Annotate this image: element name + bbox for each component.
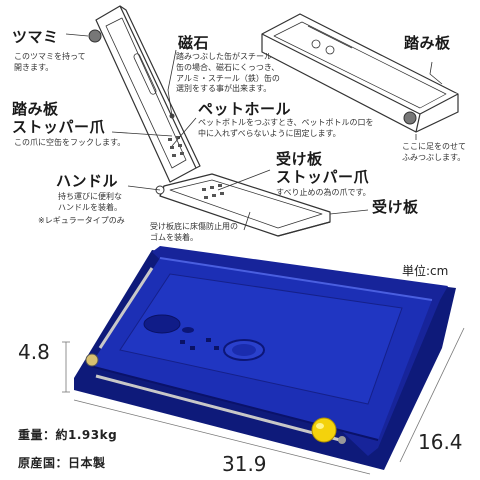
knob-desc: このツマミを持って 開きます。 bbox=[14, 52, 86, 72]
photo-stopper-holes bbox=[180, 338, 219, 350]
closed-knob-icon bbox=[403, 111, 417, 125]
leader-lines bbox=[65, 33, 443, 231]
origin-spec: 原産国：日本製 bbox=[18, 456, 106, 470]
receive-stopper-marks bbox=[202, 184, 224, 199]
receive-plate-note: 受け板底に床傷防止用の ゴムを装着。 bbox=[150, 222, 238, 242]
line-drawing bbox=[65, 5, 459, 237]
step-plate-note: ここに足をのせて ふみつぶします。 bbox=[402, 142, 466, 162]
receive-stopper-desc: すべり止めの為の爪です。 bbox=[276, 188, 371, 197]
pet-hole-title: ペットホール bbox=[198, 100, 292, 118]
magnet-title: 磁石 bbox=[178, 34, 210, 52]
step-stopper-desc: この爪に空缶をフックします。 bbox=[14, 138, 126, 147]
step-stopper-title: 踏み板 ストッパー爪 bbox=[12, 100, 106, 136]
height-dimension: 4.8 bbox=[18, 340, 50, 364]
receive-plate-title: 受け板 bbox=[372, 198, 419, 216]
pet-hole-large bbox=[143, 314, 181, 334]
weight-spec: 重量：約1.93kg bbox=[18, 428, 118, 442]
rod-left bbox=[98, 267, 154, 349]
rod-front bbox=[95, 374, 341, 442]
handle-title: ハンドル bbox=[56, 172, 119, 190]
unit-label: 単位:cm bbox=[402, 264, 449, 278]
length-dimension: 31.9 bbox=[222, 452, 267, 476]
dimension-lines bbox=[62, 327, 465, 475]
pet-hole-marks bbox=[168, 136, 184, 157]
width-dimension: 16.4 bbox=[418, 430, 463, 454]
magnet-desc: 踏みつぶした缶がスチール 缶の場合、磁石にくっつき、 アルミ・スチール（鉄）缶の… bbox=[176, 52, 280, 94]
yellow-knob-icon bbox=[311, 417, 337, 443]
knob-icon bbox=[88, 29, 102, 43]
closed-crusher-drawing bbox=[261, 13, 459, 133]
receive-stopper-title: 受け板 ストッパー爪 bbox=[276, 150, 370, 186]
bolt-icon bbox=[85, 353, 99, 367]
knob-title: ツマミ bbox=[12, 28, 59, 46]
pet-hole-desc: ペットボトルをつぶすとき、ペットボトルの口を 中に入れずべらないように固定します… bbox=[198, 118, 374, 138]
handle-note: ※レギュラータイプのみ bbox=[38, 216, 125, 225]
step-plate-title: 踏み板 bbox=[404, 34, 451, 52]
handle-desc: 持ち運びに便利な ハンドルを装着。 bbox=[58, 192, 122, 212]
